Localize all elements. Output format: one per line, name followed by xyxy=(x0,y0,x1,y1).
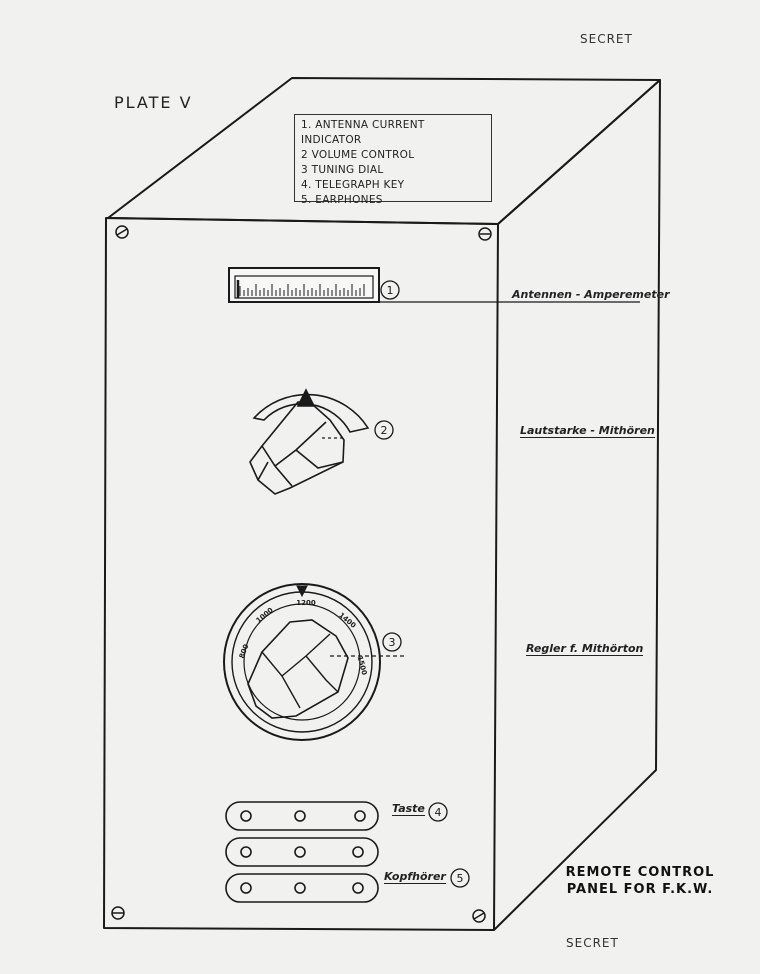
tuning-dial xyxy=(223,583,381,741)
caption-line-2: PANEL FOR F.K.W. xyxy=(566,882,714,897)
caption-line-1: REMOTE CONTROL xyxy=(565,865,715,880)
secret-stamp-top: SECRET xyxy=(580,32,633,46)
dial-scale-1500: 1500 xyxy=(356,655,369,676)
legend-item-2: 2 VOLUME CONTROL xyxy=(301,149,415,161)
plate-title: PLATE V xyxy=(114,93,193,112)
callout-circle-2 xyxy=(374,420,394,440)
dial-scale-1000: 1000 xyxy=(255,606,275,625)
label-tuning-tone: Regler f. Mithörton xyxy=(526,642,644,656)
dial-scale-1400: 1400 xyxy=(337,611,357,630)
label-telegraph-key: Taste xyxy=(392,802,425,816)
callout-circle-1 xyxy=(380,280,400,300)
telegraph-key-plate xyxy=(225,801,379,831)
legend-box: 1. ANTENNA CURRENT INDICATOR 2 VOLUME CO… xyxy=(294,114,492,206)
callout-number-1: 1 xyxy=(387,284,394,297)
label-antenna-ammeter: Antennen - Amperemeter xyxy=(512,288,670,301)
callout-number-4: 4 xyxy=(435,806,442,819)
label-volume: Lautstarke - Mithören xyxy=(520,424,655,438)
dial-scale-800: 800 xyxy=(238,643,251,660)
corner-screws xyxy=(111,225,492,923)
antenna-ammeter xyxy=(228,267,380,303)
earphones-plate xyxy=(225,873,379,903)
callout-circle-4 xyxy=(428,802,448,822)
legend-item-3: 3 TUNING DIAL xyxy=(301,164,384,176)
figure-caption: REMOTE CONTROL PANEL FOR F.K.W. xyxy=(560,864,720,898)
screw-bottom-right xyxy=(472,909,486,923)
callout-circle-3 xyxy=(382,632,402,652)
dial-scale-1200: 1200 xyxy=(296,599,316,607)
box-side-face xyxy=(493,79,661,931)
callout-circle-5 xyxy=(450,868,470,888)
label-earphones: Kopfhörer xyxy=(384,870,446,884)
screw-top-right xyxy=(478,227,492,241)
legend-item-1: 1. ANTENNA CURRENT INDICATOR xyxy=(301,119,425,146)
connector-plates xyxy=(225,801,379,903)
legend-item-4: 4. TELEGRAPH KEY xyxy=(301,179,405,191)
callout-number-3: 3 xyxy=(389,636,396,649)
volume-knob xyxy=(249,388,370,495)
callout-number-5: 5 xyxy=(457,872,464,885)
callout-number-2: 2 xyxy=(381,424,388,437)
screw-top-left xyxy=(115,225,129,239)
middle-plate xyxy=(225,837,379,867)
box-front-face xyxy=(103,217,499,931)
secret-stamp-bottom: SECRET xyxy=(566,936,619,950)
volume-scale-arc xyxy=(252,393,370,433)
legend-item-5: 5. EARPHONES xyxy=(301,194,383,206)
callouts xyxy=(322,280,640,888)
